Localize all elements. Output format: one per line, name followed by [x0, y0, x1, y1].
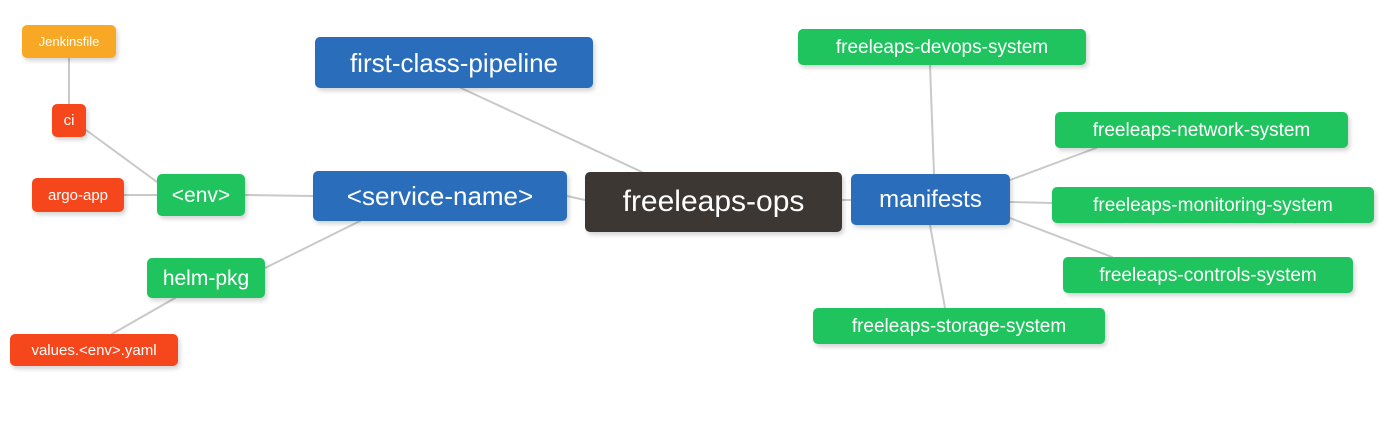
edge-manifests-to-freeleaps-monitoring-system [1009, 201, 1053, 204]
edge-manifests-to-freeleaps-storage-system [929, 224, 946, 309]
node-freeleaps-controls-system[interactable]: freeleaps-controls-system [1063, 257, 1353, 293]
node-label: freeleaps-monitoring-system [1093, 194, 1333, 216]
node-label: freeleaps-ops [622, 185, 805, 218]
edge-ci-to-env [85, 129, 158, 183]
node-freeleaps-monitoring-system[interactable]: freeleaps-monitoring-system [1052, 187, 1374, 223]
node-ci[interactable]: ci [52, 104, 86, 137]
edge-manifests-to-freeleaps-controls-system [1009, 217, 1113, 258]
node-label: freeleaps-storage-system [851, 315, 1067, 337]
node-label: freeleaps-controls-system [1099, 264, 1317, 286]
node-values-env-yaml[interactable]: values.<env>.yaml [10, 334, 178, 366]
edge-manifests-to-freeleaps-network-system [1009, 147, 1097, 181]
node-service-name[interactable]: <service-name> [313, 171, 567, 221]
node-label: values.<env>.yaml [31, 341, 157, 359]
node-manifests[interactable]: manifests [851, 174, 1010, 225]
node-argo-app[interactable]: argo-app [32, 178, 124, 212]
node-label: manifests [879, 185, 982, 213]
node-label: first-class-pipeline [349, 47, 559, 78]
node-label: Jenkinsfile [38, 34, 100, 49]
edge-helm-pkg-to-values-env-yaml [111, 297, 176, 335]
edge-service-name-to-helm-pkg [264, 220, 361, 269]
node-freeleaps-storage-system[interactable]: freeleaps-storage-system [813, 308, 1105, 344]
node-label: <service-name> [346, 181, 534, 211]
node-first-class-pipeline[interactable]: first-class-pipeline [315, 37, 593, 88]
node-freeleaps-network-system[interactable]: freeleaps-network-system [1055, 112, 1348, 148]
node-label: ci [63, 112, 75, 129]
node-freeleaps-devops-system[interactable]: freeleaps-devops-system [798, 29, 1086, 65]
node-env[interactable]: <env> [157, 174, 245, 216]
node-jenkinsfile[interactable]: Jenkinsfile [22, 25, 116, 58]
node-label: <env> [171, 183, 231, 207]
edge-service-name-to-freeleaps-ops [566, 195, 586, 201]
edge-manifests-to-freeleaps-devops-system [929, 64, 935, 175]
node-label: argo-app [47, 186, 109, 204]
node-label: helm-pkg [162, 266, 250, 290]
node-label: freeleaps-network-system [1092, 119, 1311, 141]
node-label: freeleaps-devops-system [835, 36, 1049, 58]
node-helm-pkg[interactable]: helm-pkg [147, 258, 265, 298]
edge-env-to-service-name [244, 194, 314, 197]
node-freeleaps-ops[interactable]: freeleaps-ops [585, 172, 842, 232]
edge-first-class-pipeline-to-freeleaps-ops [460, 87, 643, 173]
